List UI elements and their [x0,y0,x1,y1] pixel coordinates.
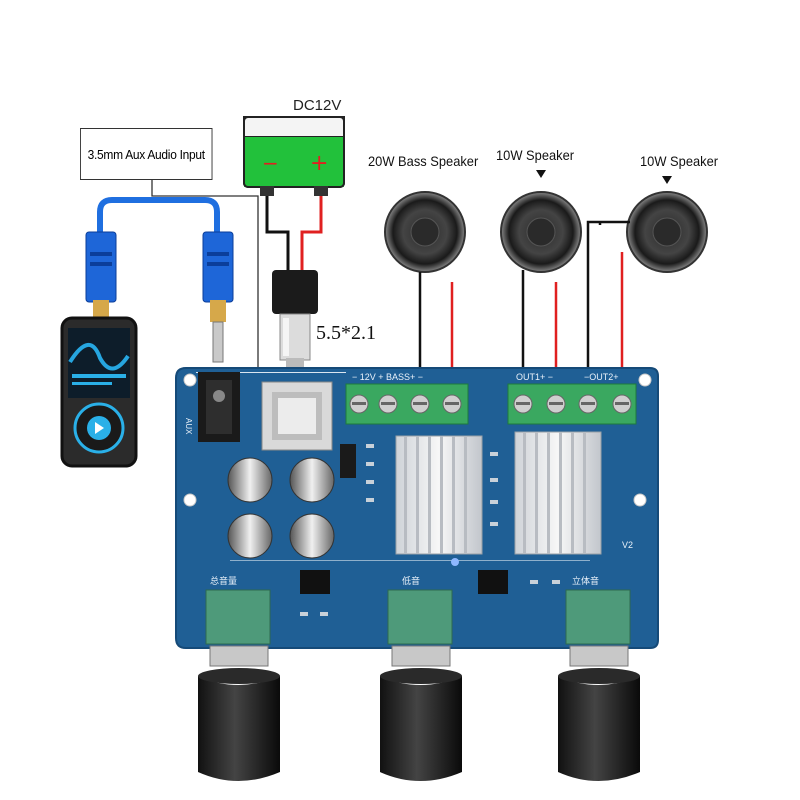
silk-aux: AUX [184,418,193,435]
wire-right-black [586,220,630,402]
pot-mid [380,589,462,781]
arrow-down-icon [536,170,546,178]
capacitors [227,444,356,559]
aux-pointer-line [151,180,259,380]
speaker-mid-label: 10W Speaker [496,147,575,163]
aux-cable-icon [85,197,234,363]
power-label: DC12V [293,97,342,114]
battery-minus: − [262,151,279,175]
dc-jack [261,381,333,451]
pot-right [558,589,640,781]
battery-icon [243,116,345,196]
silk-knob-mid: 低音 [402,575,420,587]
speaker-right-label: 10W Speaker [640,153,719,169]
terminal-block-right [507,383,637,425]
aux-input-label: 3.5mm Aux Audio Input [80,128,213,180]
music-player-icon [60,316,138,468]
silk-knob-right: 立体音 [572,575,599,587]
silk-version: V2 [622,540,633,550]
speaker-right-icon [626,191,708,273]
silk-bass-terminal: − 12V + BASS+ − [352,372,423,382]
terminal-block-left [345,383,469,425]
dc-plug-icon [272,270,318,368]
silk-out2: −OUT2+ [584,372,619,382]
battery-wire-black [265,196,290,270]
battery-plus: + [310,151,328,176]
aux-jack [198,372,240,442]
heatsink-right [514,431,602,555]
arrow-down-icon [662,176,672,184]
silk-out1: OUT1+ − [516,372,553,382]
speaker-bass-icon [384,191,466,273]
pot-left [198,589,280,781]
battery-wire-red [300,196,323,270]
silk-knob-left: 总音量 [210,575,237,587]
speaker-bass-label: 20W Bass Speaker [368,153,479,169]
speaker-mid-icon [500,191,582,273]
power-led [451,558,459,566]
plug-size-label: 5.5*2.1 [316,322,376,344]
heatsink-left [395,435,483,555]
